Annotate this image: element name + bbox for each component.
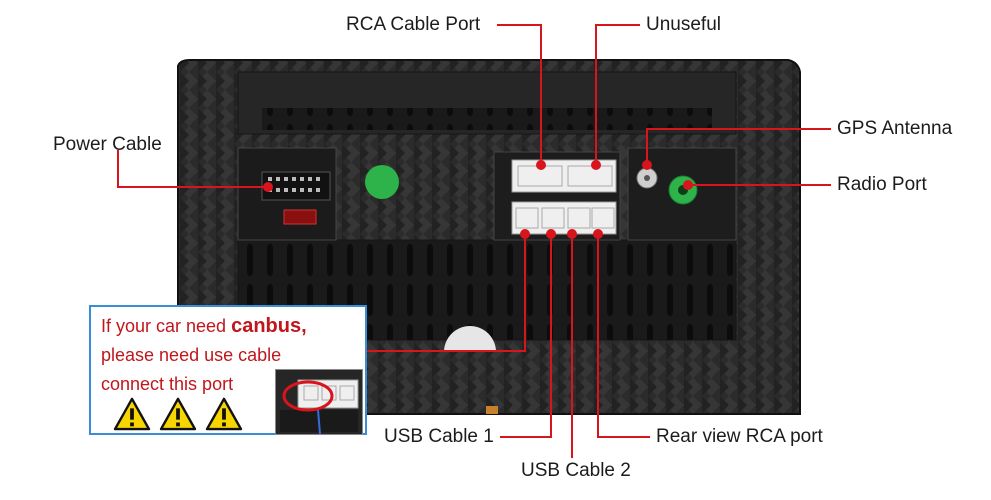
canbus-note-box: If your car need canbus, please need use… [89, 305, 367, 435]
note-line-1: If your car need canbus, [101, 315, 307, 337]
rear-view-rca-port-label: Rear view RCA port [656, 426, 823, 447]
note-canbus-emphasis: canbus, [231, 315, 307, 337]
warning-icon [113, 397, 151, 431]
usb-cable-1-label: USB Cable 1 [384, 426, 494, 447]
note-line-3: connect this port [101, 374, 234, 394]
note-line-1-text: If your car need [101, 316, 232, 336]
radio-port-label: Radio Port [837, 174, 927, 195]
warning-icons [113, 397, 243, 433]
note-line-2: please need use cable [101, 345, 282, 365]
power-cable-label: Power Cable [53, 134, 162, 155]
warning-icon [205, 397, 243, 431]
unuseful-label: Unuseful [646, 14, 721, 35]
rca-cable-port-label: RCA Cable Port [346, 14, 481, 35]
canbus-port-inset-photo [275, 369, 363, 435]
usb-cable-2-label: USB Cable 2 [521, 460, 631, 481]
gps-antenna-label: GPS Antenna [837, 118, 953, 139]
warning-icon [159, 397, 197, 431]
